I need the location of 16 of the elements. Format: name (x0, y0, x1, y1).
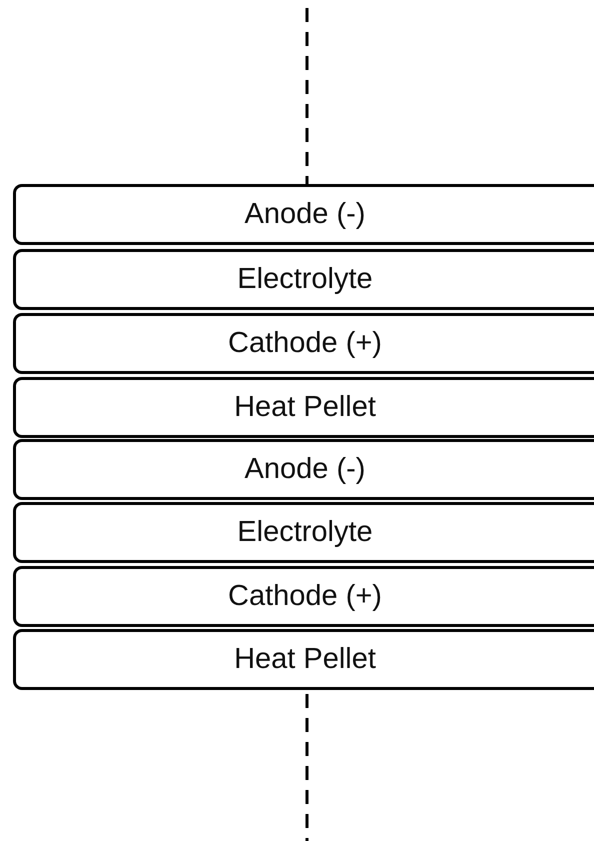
layer-label: Cathode (+) (228, 580, 382, 613)
heat-pellet-layer (13, 377, 594, 438)
electrolyte-layer (13, 502, 594, 563)
cathode-layer (13, 313, 594, 374)
heat-pellet-layer (13, 629, 594, 690)
anode-layer (13, 439, 594, 500)
layer-label: Anode (-) (244, 453, 366, 486)
electrolyte-layer (13, 249, 594, 310)
layer-label: Cathode (+) (228, 327, 382, 360)
layer-label: Heat Pellet (234, 643, 376, 676)
layer-label: Heat Pellet (234, 391, 376, 424)
anode-layer (13, 184, 594, 245)
cathode-layer (13, 566, 594, 627)
layer-label: Anode (-) (244, 198, 366, 231)
layer-label: Electrolyte (237, 516, 373, 549)
layer-label: Electrolyte (237, 263, 373, 296)
